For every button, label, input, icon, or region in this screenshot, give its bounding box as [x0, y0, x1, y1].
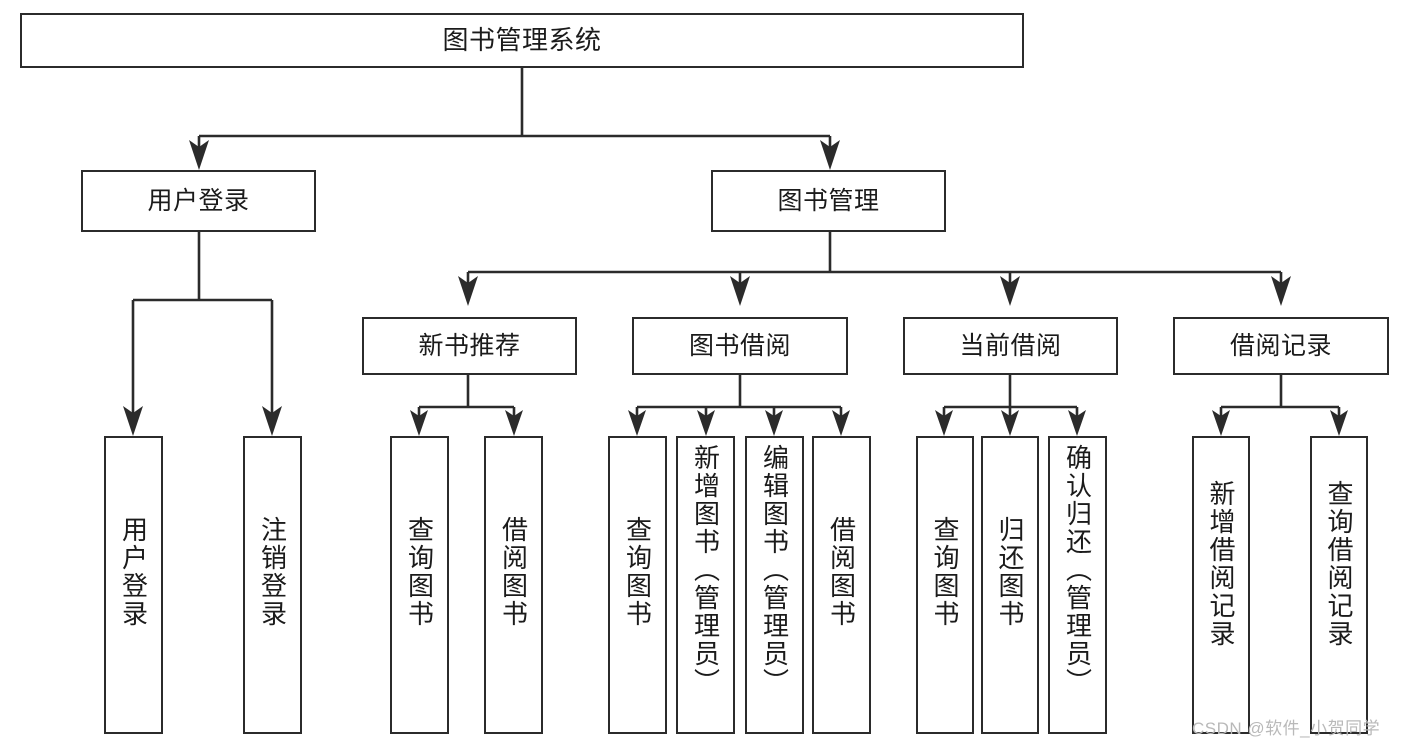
node-new-book-recommend-label: 新书推荐	[418, 332, 521, 360]
arrowhead-nb-l2	[505, 410, 523, 436]
arrowhead-bookmgmt	[820, 140, 840, 170]
leaf-query-book-current[interactable]: 查询图书	[916, 436, 974, 734]
node-user-login-label: 用户登录	[147, 187, 250, 215]
leaf-query-book-recommend[interactable]: 查询图书	[390, 436, 449, 734]
leaf-logout[interactable]: 注销登录	[243, 436, 302, 734]
leaf-borrow-book-recommend[interactable]: 借阅图书	[484, 436, 543, 734]
arrowhead-login	[189, 140, 209, 170]
arrowhead-borrow	[730, 276, 750, 306]
leaf-borrow-book-recommend-label: 借阅图书	[498, 516, 529, 628]
leaf-logout-label: 注销登录	[257, 516, 288, 628]
arrowhead-bo-l4	[832, 410, 850, 436]
node-root-label: 图书管理系统	[442, 24, 602, 55]
leaf-borrow-book-borrow-label: 借阅图书	[826, 516, 857, 628]
arrowhead-bo-l3	[765, 410, 783, 436]
arrowhead-cu-l1	[935, 410, 953, 436]
arrowhead-current	[1000, 276, 1020, 306]
node-user-login[interactable]: 用户登录	[81, 170, 316, 232]
leaf-query-borrow-record-label: 查询借阅记录	[1324, 480, 1354, 648]
leaf-query-book-borrow[interactable]: 查询图书	[608, 436, 667, 734]
leaf-return-book[interactable]: 归还图书	[981, 436, 1039, 734]
leaf-borrow-book-borrow[interactable]: 借阅图书	[812, 436, 871, 734]
arrowheads	[123, 140, 1348, 436]
arrowhead-bo-l2	[697, 410, 715, 436]
leaf-query-book-current-label: 查询图书	[930, 516, 960, 628]
node-book-borrow[interactable]: 图书借阅	[632, 317, 848, 375]
node-borrow-record[interactable]: 借阅记录	[1173, 317, 1389, 375]
arrowhead-re-l1	[1212, 410, 1230, 436]
leaf-query-book-borrow-label: 查询图书	[622, 516, 653, 628]
leaf-add-borrow-record-label: 新增借阅记录	[1206, 480, 1236, 648]
leaf-confirm-return-admin-label: 确认归还（管理员）	[1062, 444, 1093, 696]
leaf-query-borrow-record[interactable]: 查询借阅记录	[1310, 436, 1368, 734]
leaf-add-borrow-record[interactable]: 新增借阅记录	[1192, 436, 1250, 734]
node-borrow-record-label: 借阅记录	[1229, 332, 1332, 360]
leaf-confirm-return-admin[interactable]: 确认归还（管理员）	[1048, 436, 1107, 734]
arrowhead-bo-l1	[628, 410, 646, 436]
node-book-management[interactable]: 图书管理	[711, 170, 946, 232]
arrowhead-re-l2	[1330, 410, 1348, 436]
node-book-management-label: 图书管理	[777, 187, 880, 215]
arrowhead-nb-l1	[410, 410, 428, 436]
arrowhead-login-l1	[123, 406, 143, 436]
leaf-return-book-label: 归还图书	[995, 516, 1025, 628]
node-current-borrow[interactable]: 当前借阅	[903, 317, 1118, 375]
leaf-edit-book-admin[interactable]: 编辑图书（管理员）	[745, 436, 804, 734]
arrowhead-cu-l2	[1001, 410, 1019, 436]
node-current-borrow-label: 当前借阅	[959, 332, 1062, 360]
leaf-add-book-admin[interactable]: 新增图书（管理员）	[676, 436, 735, 734]
arrowhead-login-l2	[262, 406, 282, 436]
node-book-borrow-label: 图书借阅	[688, 332, 791, 360]
leaf-add-book-admin-label: 新增图书（管理员）	[690, 444, 721, 696]
arrowhead-cu-l3	[1068, 410, 1086, 436]
leaf-edit-book-admin-label: 编辑图书（管理员）	[759, 444, 790, 696]
arrowhead-newbook	[458, 276, 478, 306]
leaf-user-login[interactable]: 用户登录	[104, 436, 163, 734]
leaf-user-login-label: 用户登录	[118, 516, 149, 628]
leaf-query-book-recommend-label: 查询图书	[404, 516, 435, 628]
arrowhead-record	[1271, 276, 1291, 306]
node-root[interactable]: 图书管理系统	[20, 13, 1024, 68]
node-new-book-recommend[interactable]: 新书推荐	[362, 317, 577, 375]
